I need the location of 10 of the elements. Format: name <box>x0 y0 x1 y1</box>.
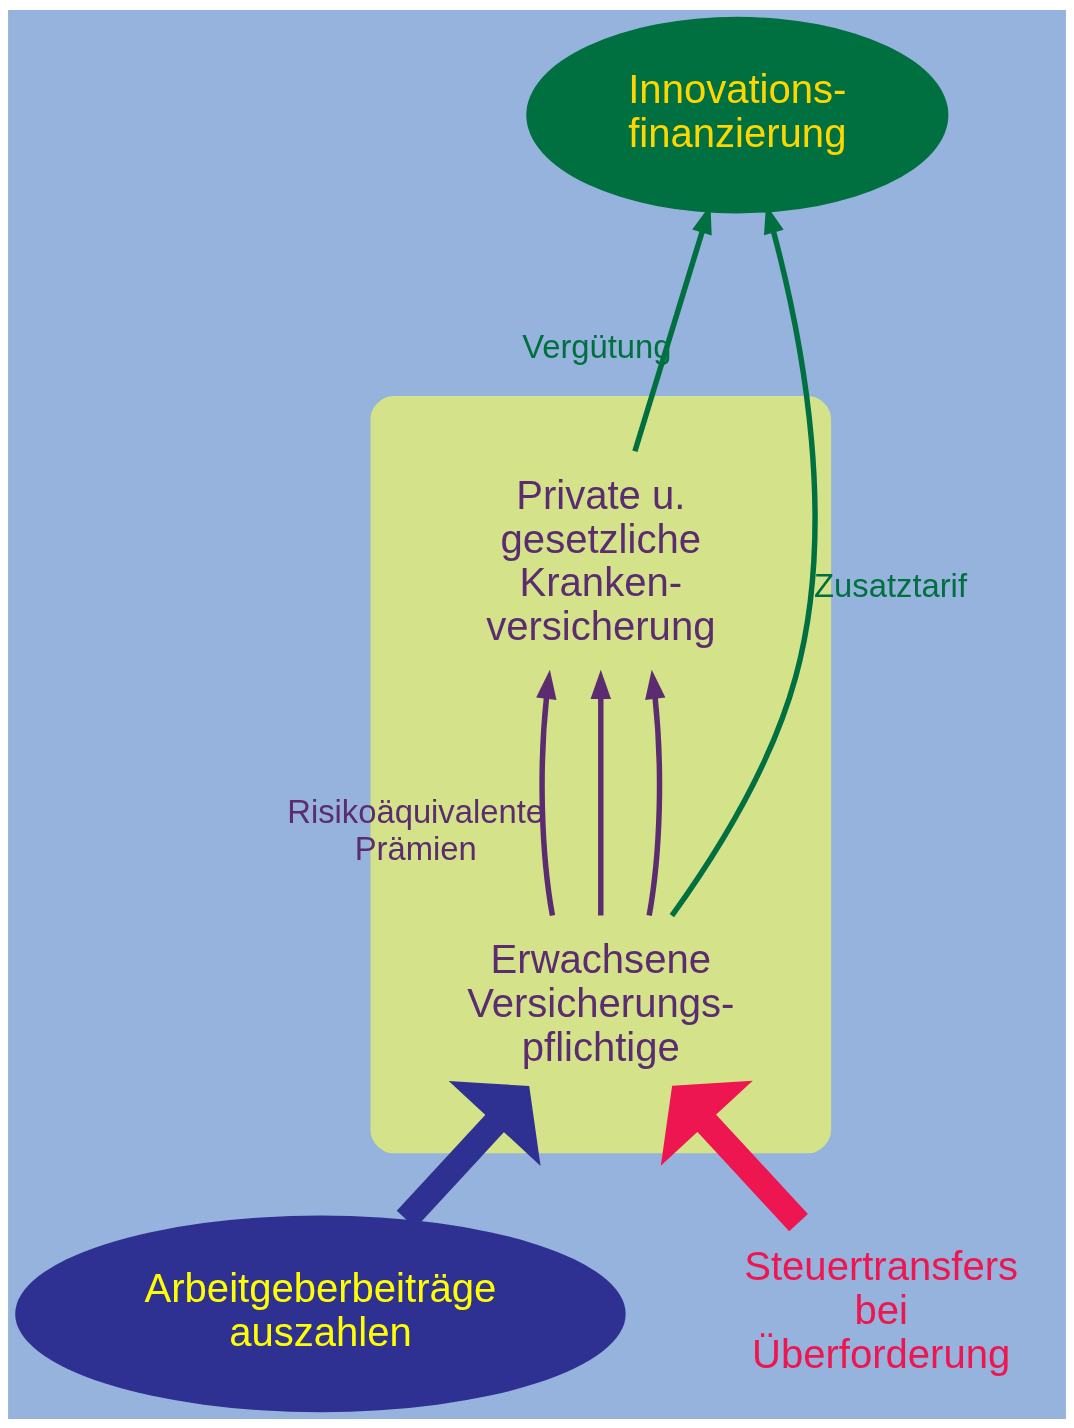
node-ellipse: Innovations- finanzierung <box>526 16 949 213</box>
arrow <box>536 669 557 916</box>
node-ellipse: Arbeitgeberbeiträge auszahlen <box>15 1215 626 1412</box>
node-text: Steuertransfers bei Überforderung <box>744 1243 1019 1376</box>
arrow <box>590 669 611 916</box>
node-text: Erwachsene Versicherungs- pflichtige <box>467 936 735 1069</box>
arrow <box>645 669 666 916</box>
node-text: Private u. gesetzliche Kranken- versicherung <box>486 472 716 648</box>
arrow <box>660 1080 808 1231</box>
edge-label: Zusatztarif <box>814 566 968 604</box>
